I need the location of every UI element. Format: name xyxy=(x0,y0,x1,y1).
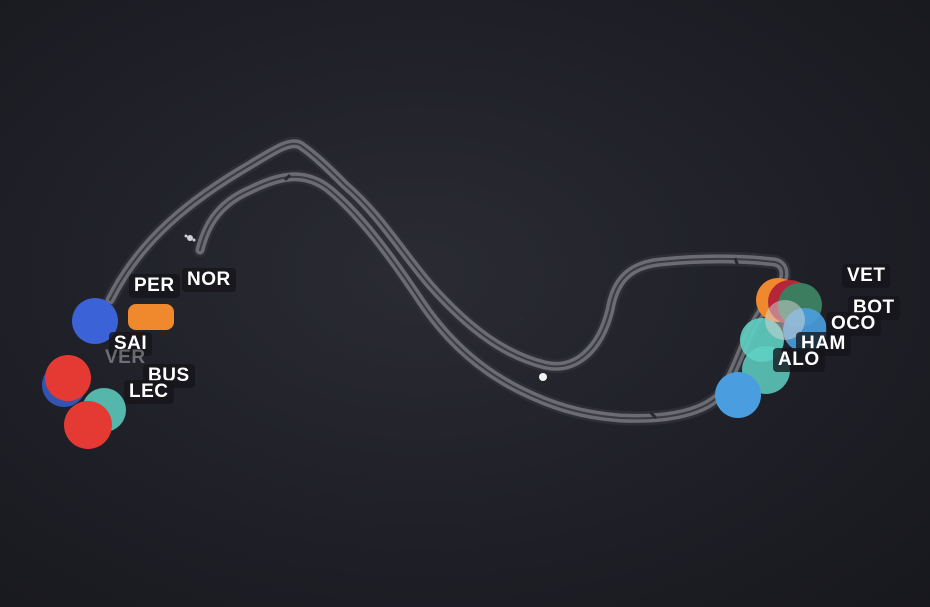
position-dot-icon xyxy=(539,373,547,381)
driver-label-alo: ALO xyxy=(773,348,825,372)
car-marker-per xyxy=(72,298,118,344)
car-marker-alo xyxy=(715,372,761,418)
sector-marks xyxy=(283,173,740,420)
driver-label-sai: SAI xyxy=(109,332,153,356)
sector-marker-icon xyxy=(184,234,196,242)
car-group-left xyxy=(42,298,174,449)
track-centre-line xyxy=(109,142,785,420)
driver-label-nor: NOR xyxy=(182,268,236,292)
car-marker-bus xyxy=(64,401,112,449)
driver-label-ver: VER xyxy=(105,347,146,368)
car-marker-nor xyxy=(128,304,174,330)
car-marker-sai xyxy=(45,355,91,401)
car-group-right xyxy=(715,278,827,418)
driver-label-per: PER xyxy=(129,274,180,298)
driver-label-lec: LEC xyxy=(124,380,174,404)
driver-label-vet: VET xyxy=(842,264,891,288)
